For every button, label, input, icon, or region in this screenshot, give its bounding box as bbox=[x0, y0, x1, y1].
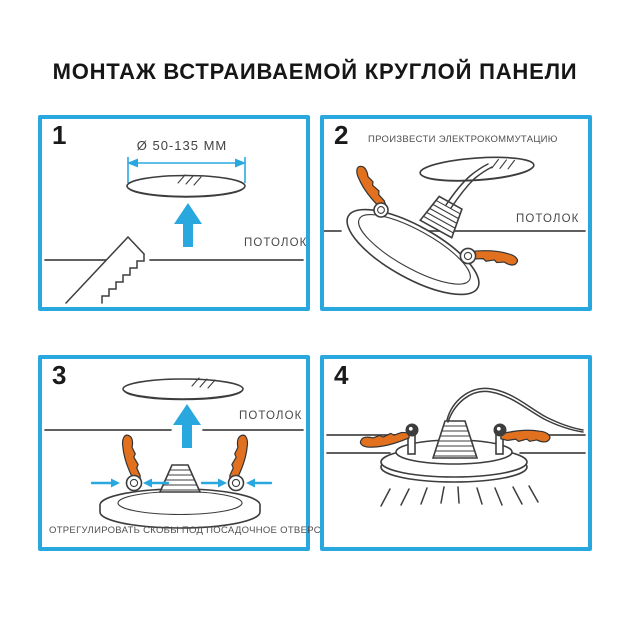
step-panel-1: 1 Ø 50-135 ММ ПОТОЛОК bbox=[38, 115, 310, 311]
gloss-marks-icon bbox=[491, 158, 516, 170]
spring-clip bbox=[353, 163, 389, 218]
panel-disc bbox=[122, 377, 244, 401]
page-title: МОНТАЖ ВСТРАИВАЕМОЙ КРУГЛОЙ ПАНЕЛИ bbox=[52, 58, 578, 84]
up-arrow-icon bbox=[174, 203, 202, 247]
gloss-marks-icon bbox=[177, 174, 202, 186]
driver-block bbox=[158, 464, 202, 493]
step3-caption: ОТРЕГУЛИРОВАТЬ СКОБЫ ПОД ПОСАДОЧНОЕ ОТВЕ… bbox=[49, 525, 341, 536]
ceiling-label: ПОТОЛОК bbox=[516, 213, 580, 225]
step-panel-3: 3 ПОТОЛОК ОТРЕГУЛИРОВАТЬ СКОБЫ ПОД ПОСАД… bbox=[38, 355, 340, 551]
ceiling-label: ПОТОЛОК bbox=[244, 237, 308, 249]
tilted-panel bbox=[346, 208, 480, 296]
connection-disc bbox=[419, 156, 535, 182]
step-number: 3 bbox=[52, 360, 67, 390]
gloss-marks-icon bbox=[191, 377, 216, 389]
ceiling-label: ПОТОЛОК bbox=[239, 410, 303, 422]
spring-coil bbox=[405, 423, 507, 437]
panel-flange bbox=[380, 439, 528, 483]
diameter-label: Ø 50-135 ММ bbox=[136, 138, 228, 153]
step-panel-2: 2 ПРОИЗВЕСТИ ЭЛЕКТРОКОММУТАЦИЮ ПОТОЛОК bbox=[320, 115, 592, 311]
spring-clip bbox=[120, 433, 143, 492]
driver-block bbox=[431, 420, 479, 459]
step-number: 4 bbox=[334, 360, 349, 390]
step-number: 2 bbox=[334, 120, 349, 150]
wire bbox=[446, 387, 584, 433]
cutout-piece bbox=[65, 236, 145, 304]
up-arrow-icon bbox=[173, 404, 201, 448]
step2-caption: ПРОИЗВЕСТИ ЭЛЕКТРОКОММУТАЦИЮ bbox=[368, 134, 558, 145]
spring-clip bbox=[459, 244, 520, 269]
dimension-line bbox=[127, 157, 246, 183]
step-panel-4: 4 bbox=[320, 355, 592, 551]
mounting-ring bbox=[99, 488, 261, 529]
step1-illustration bbox=[44, 157, 304, 304]
panel-disc bbox=[126, 174, 246, 198]
step3-illustration bbox=[44, 377, 304, 529]
light-rays-icon bbox=[380, 485, 539, 507]
step4-illustration bbox=[326, 387, 586, 507]
step2-illustration bbox=[324, 156, 586, 296]
inward-arrow-icon bbox=[90, 478, 273, 488]
wires bbox=[445, 163, 493, 209]
step-number: 1 bbox=[52, 120, 67, 150]
spring-clip bbox=[227, 433, 250, 492]
